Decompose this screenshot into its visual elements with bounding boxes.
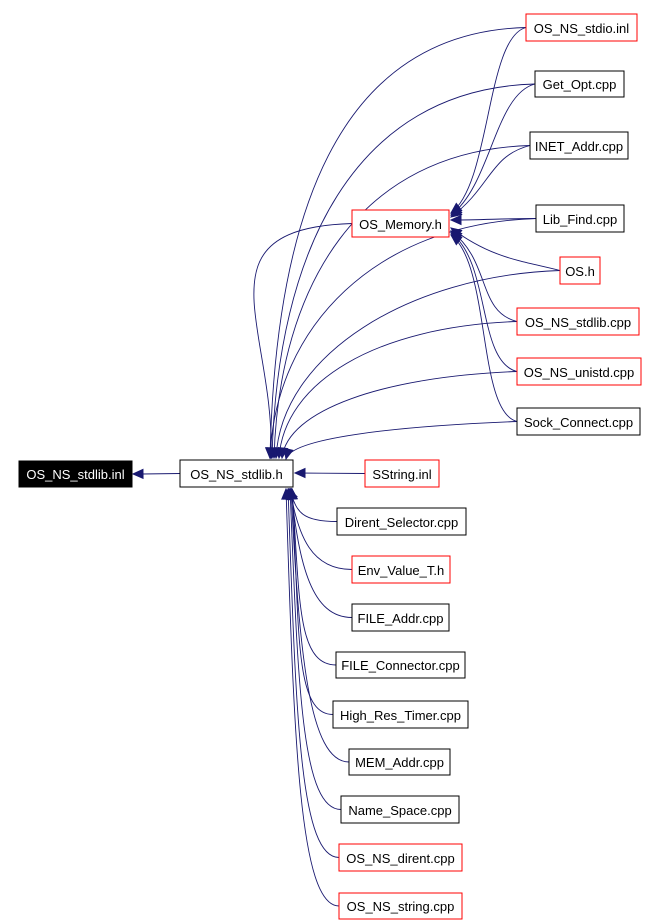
node-label: Name_Space.cpp bbox=[348, 803, 451, 818]
node-os-ns-stdlib-h[interactable]: OS_NS_stdlib.h bbox=[179, 459, 294, 488]
node-label: OS_NS_unistd.cpp bbox=[524, 365, 635, 380]
node-label: Lib_Find.cpp bbox=[543, 212, 617, 227]
edge-stdio_inl-to-hub bbox=[269, 27, 527, 459]
edge-string_cpp-to-hub bbox=[285, 488, 340, 907]
edge-get_opt-to-hub bbox=[271, 83, 536, 459]
node-label: Env_Value_T.h bbox=[358, 563, 445, 578]
edge-stdlib_cpp-to-memory bbox=[450, 230, 518, 322]
node-label: Get_Opt.cpp bbox=[543, 77, 617, 92]
edge-lib_find-to-hub bbox=[269, 218, 537, 459]
node-label: SString.inl bbox=[372, 467, 431, 482]
node-os-ns-stdlib-cpp[interactable]: OS_NS_stdlib.cpp bbox=[516, 307, 640, 336]
node-os-ns-stdio-inl[interactable]: OS_NS_stdio.inl bbox=[525, 13, 638, 42]
node-file-addr-cpp[interactable]: FILE_Addr.cpp bbox=[351, 603, 450, 632]
edge-lib_find-to-memory-arrow bbox=[449, 214, 462, 226]
edges-layer bbox=[131, 27, 561, 907]
node-inet-addr-cpp[interactable]: INET_Addr.cpp bbox=[529, 131, 629, 160]
node-label: OS_Memory.h bbox=[359, 217, 442, 232]
edge-file_connector-to-hub bbox=[291, 488, 337, 666]
node-label: OS_NS_stdlib.inl bbox=[26, 467, 124, 482]
node-name-space-cpp[interactable]: Name_Space.cpp bbox=[340, 795, 460, 824]
node-label: MEM_Addr.cpp bbox=[355, 755, 444, 770]
node-label: Dirent_Selector.cpp bbox=[345, 515, 458, 530]
node-sock-connect-cpp[interactable]: Sock_Connect.cpp bbox=[516, 407, 641, 436]
node-label: OS_NS_dirent.cpp bbox=[346, 851, 454, 866]
node-sstring-inl[interactable]: SString.inl bbox=[364, 459, 440, 488]
edge-os_h-to-memory bbox=[450, 227, 561, 271]
node-file-connector-cpp[interactable]: FILE_Connector.cpp bbox=[335, 651, 466, 679]
edge-dirent_cpp-to-hub bbox=[287, 488, 340, 858]
node-label: OS_NS_stdio.inl bbox=[534, 21, 629, 36]
edge-hub-to-root bbox=[141, 473, 181, 475]
node-os-ns-unistd-cpp[interactable]: OS_NS_unistd.cpp bbox=[516, 357, 642, 386]
node-get-opt-cpp[interactable]: Get_Opt.cpp bbox=[534, 70, 625, 98]
edge-unistd_cpp-to-memory bbox=[450, 232, 518, 372]
edge-sstring_inl-to-hub-arrow bbox=[293, 467, 306, 479]
node-lib-find-cpp[interactable]: Lib_Find.cpp bbox=[535, 204, 625, 233]
edge-sock_connect-to-hub bbox=[285, 421, 518, 460]
node-os-ns-dirent-cpp[interactable]: OS_NS_dirent.cpp bbox=[338, 843, 463, 872]
node-label: OS.h bbox=[565, 264, 595, 279]
edge-stdlib_cpp-to-hub bbox=[278, 321, 518, 459]
node-label: OS_NS_stdlib.cpp bbox=[525, 315, 631, 330]
node-os-h[interactable]: OS.h bbox=[559, 256, 601, 285]
node-high-res-timer-cpp[interactable]: High_Res_Timer.cpp bbox=[332, 700, 469, 729]
node-label: High_Res_Timer.cpp bbox=[340, 708, 461, 723]
edge-inet_addr-to-memory-arrow bbox=[450, 206, 463, 218]
node-os-ns-stdlib-inl[interactable]: OS_NS_stdlib.inl bbox=[18, 460, 133, 488]
node-label: OS_NS_string.cpp bbox=[347, 899, 455, 914]
edge-sock_connect-to-hub-arrow bbox=[283, 447, 294, 461]
node-label: INET_Addr.cpp bbox=[535, 139, 623, 154]
edge-stdio_inl-to-memory bbox=[450, 27, 527, 214]
edge-sock_connect-to-memory-arrow bbox=[450, 234, 463, 246]
edge-mem_addr-to-hub bbox=[290, 488, 350, 763]
edge-inet_addr-to-hub bbox=[273, 145, 531, 459]
node-label: FILE_Addr.cpp bbox=[358, 611, 444, 626]
edge-inet_addr-to-memory bbox=[450, 145, 531, 218]
edge-high_res_timer-to-hub bbox=[291, 488, 334, 715]
node-label: FILE_Connector.cpp bbox=[341, 658, 460, 673]
nodes-layer: OS_NS_stdlib.inl OS_NS_stdlib.h OS_Memor… bbox=[18, 13, 642, 920]
edge-unistd_cpp-to-hub bbox=[281, 371, 518, 459]
edge-sock_connect-to-memory bbox=[450, 234, 518, 422]
node-os-memory-h[interactable]: OS_Memory.h bbox=[351, 209, 450, 238]
node-label: Sock_Connect.cpp bbox=[524, 415, 633, 430]
node-mem-addr-cpp[interactable]: MEM_Addr.cpp bbox=[348, 748, 451, 776]
edge-string_cpp-to-hub-arrow bbox=[281, 487, 292, 500]
node-dirent-selector-cpp[interactable]: Dirent_Selector.cpp bbox=[336, 507, 467, 536]
node-env-value-t-h[interactable]: Env_Value_T.h bbox=[351, 555, 451, 584]
node-os-ns-string-cpp[interactable]: OS_NS_string.cpp bbox=[338, 892, 463, 920]
edge-os_h-to-hub bbox=[275, 270, 561, 459]
edge-name_space-to-hub bbox=[289, 488, 342, 810]
node-label: OS_NS_stdlib.h bbox=[190, 467, 283, 482]
edge-memory-to-hub bbox=[253, 223, 353, 459]
edge-hub-to-root-arrow bbox=[131, 468, 144, 480]
edge-get_opt-to-memory bbox=[450, 83, 536, 216]
